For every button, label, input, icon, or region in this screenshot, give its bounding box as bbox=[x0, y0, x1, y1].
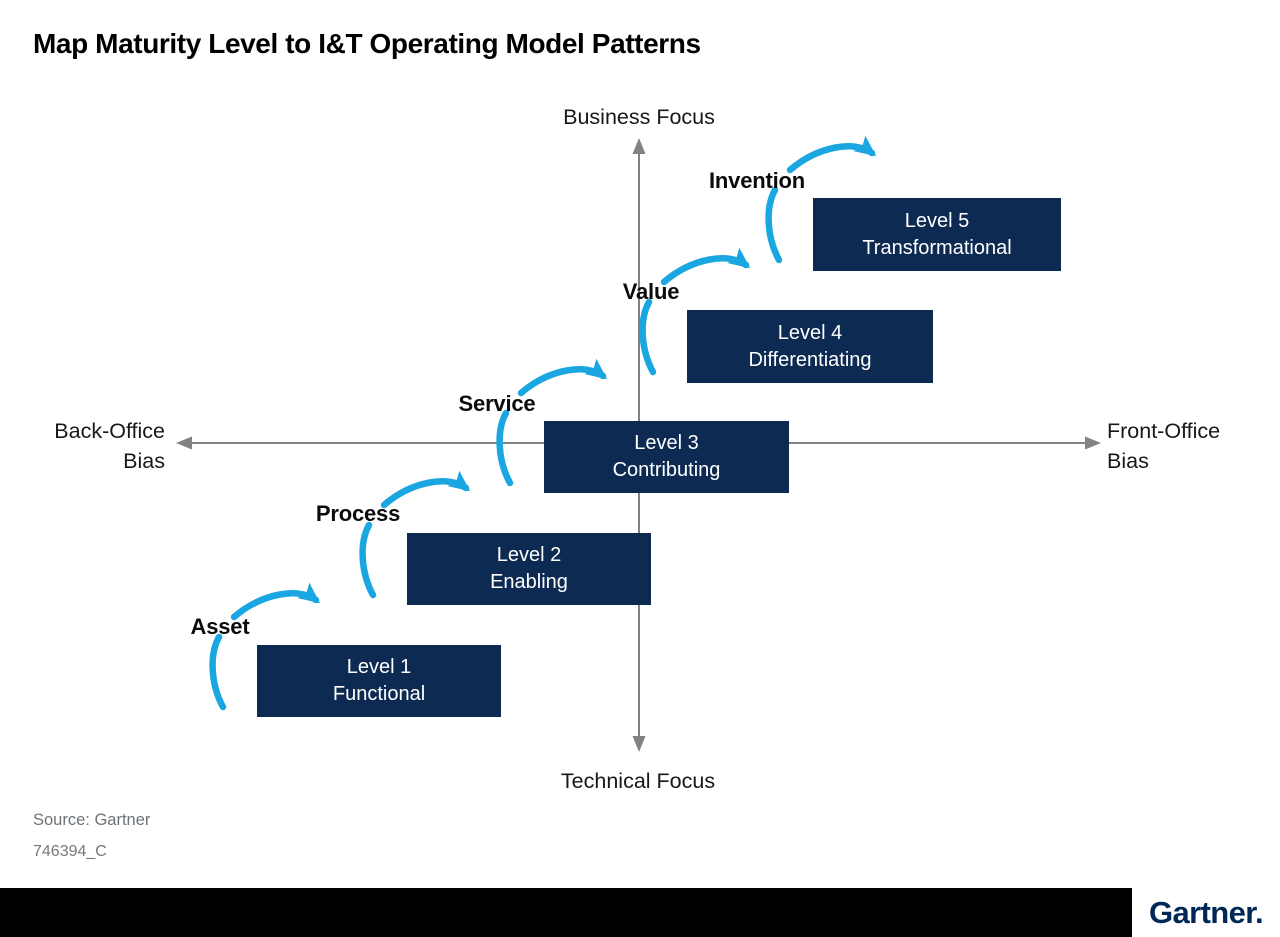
page-title: Map Maturity Level to I&T Operating Mode… bbox=[33, 28, 701, 59]
transition-label-value: Value bbox=[622, 279, 680, 304]
axis-arrowhead-right bbox=[1085, 436, 1101, 450]
invention-arrow-icon bbox=[765, 135, 877, 264]
axis-arrowhead-left bbox=[176, 436, 192, 450]
level-name: Transformational bbox=[862, 236, 1012, 259]
level-1-box: Level 1 Functional bbox=[257, 645, 501, 717]
level-2-box: Level 2 Enabling bbox=[407, 533, 651, 605]
transition-label-service: Service bbox=[458, 391, 536, 416]
figure-id-text: 746394_C bbox=[33, 843, 107, 860]
level-number: Level 1 bbox=[346, 656, 412, 678]
level-name: Enabling bbox=[490, 571, 568, 593]
level-name: Contributing bbox=[612, 459, 721, 481]
level-4-box: Level 4 Differentiating bbox=[687, 310, 933, 383]
level-name: Differentiating bbox=[748, 348, 872, 371]
level-3-box: Level 3 Contributing bbox=[544, 421, 789, 493]
level-name: Functional bbox=[332, 683, 426, 705]
level-number: Level 4 bbox=[777, 321, 843, 344]
transition-label-process: Process bbox=[315, 501, 401, 526]
axis-arrowhead-down bbox=[632, 736, 646, 752]
source-text: Source: Gartner bbox=[33, 811, 151, 829]
level-5-box: Level 5 Transformational bbox=[813, 198, 1061, 271]
service-arrow-icon bbox=[496, 358, 608, 487]
process-arrow-icon bbox=[359, 470, 471, 599]
asset-arrow-icon bbox=[209, 582, 321, 711]
transition-label-asset: Asset bbox=[190, 614, 250, 639]
axis-label-business-focus: Business Focus bbox=[563, 105, 715, 129]
axis-label-line: Back-Office bbox=[54, 419, 165, 443]
gartner-logo: Gartner. bbox=[1132, 888, 1280, 937]
axis-arrowhead-up bbox=[632, 138, 646, 154]
axis-label-line: Bias bbox=[123, 449, 165, 473]
level-number: Level 3 bbox=[634, 432, 699, 454]
axis-label-line: Front-Office bbox=[1107, 419, 1221, 443]
axis-label-line: Bias bbox=[1107, 449, 1149, 473]
value-arrow-icon bbox=[639, 247, 751, 376]
footer-bar bbox=[0, 888, 1280, 937]
transition-label-invention: Invention bbox=[709, 168, 805, 193]
axis-label-technical-focus: Technical Focus bbox=[560, 769, 716, 793]
axis-label-back-office-bias: Back-Office Bias bbox=[54, 416, 165, 476]
gartner-wordmark: Gartner. bbox=[1148, 894, 1264, 930]
level-number: Level 5 bbox=[904, 209, 970, 232]
axis-label-front-office-bias: Front-Office Bias bbox=[1107, 416, 1220, 476]
level-number: Level 2 bbox=[496, 544, 562, 566]
